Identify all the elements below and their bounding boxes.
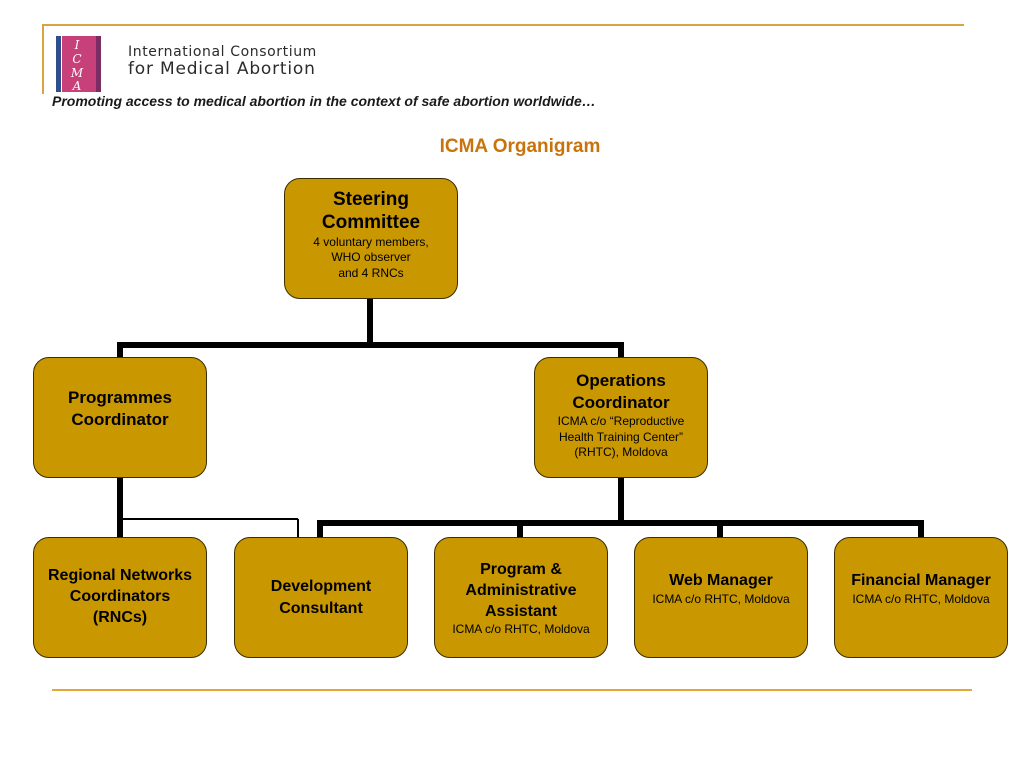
steering-sub-line1: 4 voluntary members, (313, 234, 429, 249)
tagline: Promoting access to medical abortion in … (52, 93, 596, 109)
node-financial-manager: Financial Manager ICMA c/o RHTC, Moldova (834, 537, 1008, 658)
development-title-line1: Development (270, 578, 372, 595)
org-name: International Consortium for Medical Abo… (128, 45, 317, 78)
icma-logo: I C M A (52, 34, 104, 92)
node-programmes-coordinator: Programmes Coordinator (33, 357, 207, 478)
rnc-title-line1: Regional Networks (47, 567, 193, 584)
node-development-consultant: Development Consultant (234, 537, 408, 658)
operations-sub-line2: Health Training Center” (558, 429, 684, 444)
rnc-title-line3: (RNCs) (92, 608, 148, 626)
operations-title-line2: Coordinator (572, 393, 670, 413)
operations-sub-line3: (RHTC), Moldova (574, 445, 668, 460)
program-admin-sub-line1: ICMA c/o RHTC, Moldova (452, 622, 590, 637)
org-name-line1: International Consortium (128, 44, 317, 60)
financial-sub-line1: ICMA c/o RHTC, Moldova (852, 591, 990, 606)
web-title-line1: Web Manager (669, 572, 773, 589)
web-sub-line1: ICMA c/o RHTC, Moldova (652, 591, 790, 606)
node-steering-committee: Steering Committee 4 voluntary members, … (284, 178, 458, 299)
logo-letter-c: C (72, 52, 81, 66)
operations-title-line1: Operations (576, 371, 666, 390)
org-name-line2: for Medical Abortion (128, 59, 316, 79)
logo-letter-i: I (74, 38, 80, 52)
steering-sub-line2: WHO observer (331, 250, 411, 265)
programmes-title-line1: Programmes (68, 388, 172, 407)
logo-letter-a: A (72, 79, 82, 92)
node-program-administrative-assistant: Program & Administrative Assistant ICMA … (434, 537, 608, 658)
program-admin-title-line3: Assistant (484, 602, 558, 620)
node-web-manager: Web Manager ICMA c/o RHTC, Moldova (634, 537, 808, 658)
logo-letter-m: M (70, 66, 84, 80)
footer-rule (52, 689, 972, 691)
header-top-rule (42, 24, 964, 26)
development-title-line2: Consultant (279, 600, 363, 618)
steering-title-line2: Committee (321, 211, 421, 233)
programmes-title-line2: Coordinator (71, 410, 169, 430)
financial-title-line1: Financial Manager (851, 572, 991, 589)
program-admin-title-line1: Program & (480, 561, 562, 578)
header-side-rule (42, 24, 44, 94)
steering-title-line1: Steering (332, 189, 410, 210)
page-title: ICMA Organigram (439, 136, 601, 157)
program-admin-title-line2: Administrative (465, 581, 577, 599)
operations-sub-line1: ICMA c/o “Reproductive (557, 414, 685, 429)
node-operations-coordinator: Operations Coordinator ICMA c/o “Reprodu… (534, 357, 708, 478)
rnc-title-line2: Coordinators (69, 587, 171, 605)
node-regional-networks-coordinators: Regional Networks Coordinators (RNCs) (33, 537, 207, 658)
steering-sub-line3: and 4 RNCs (338, 265, 404, 280)
